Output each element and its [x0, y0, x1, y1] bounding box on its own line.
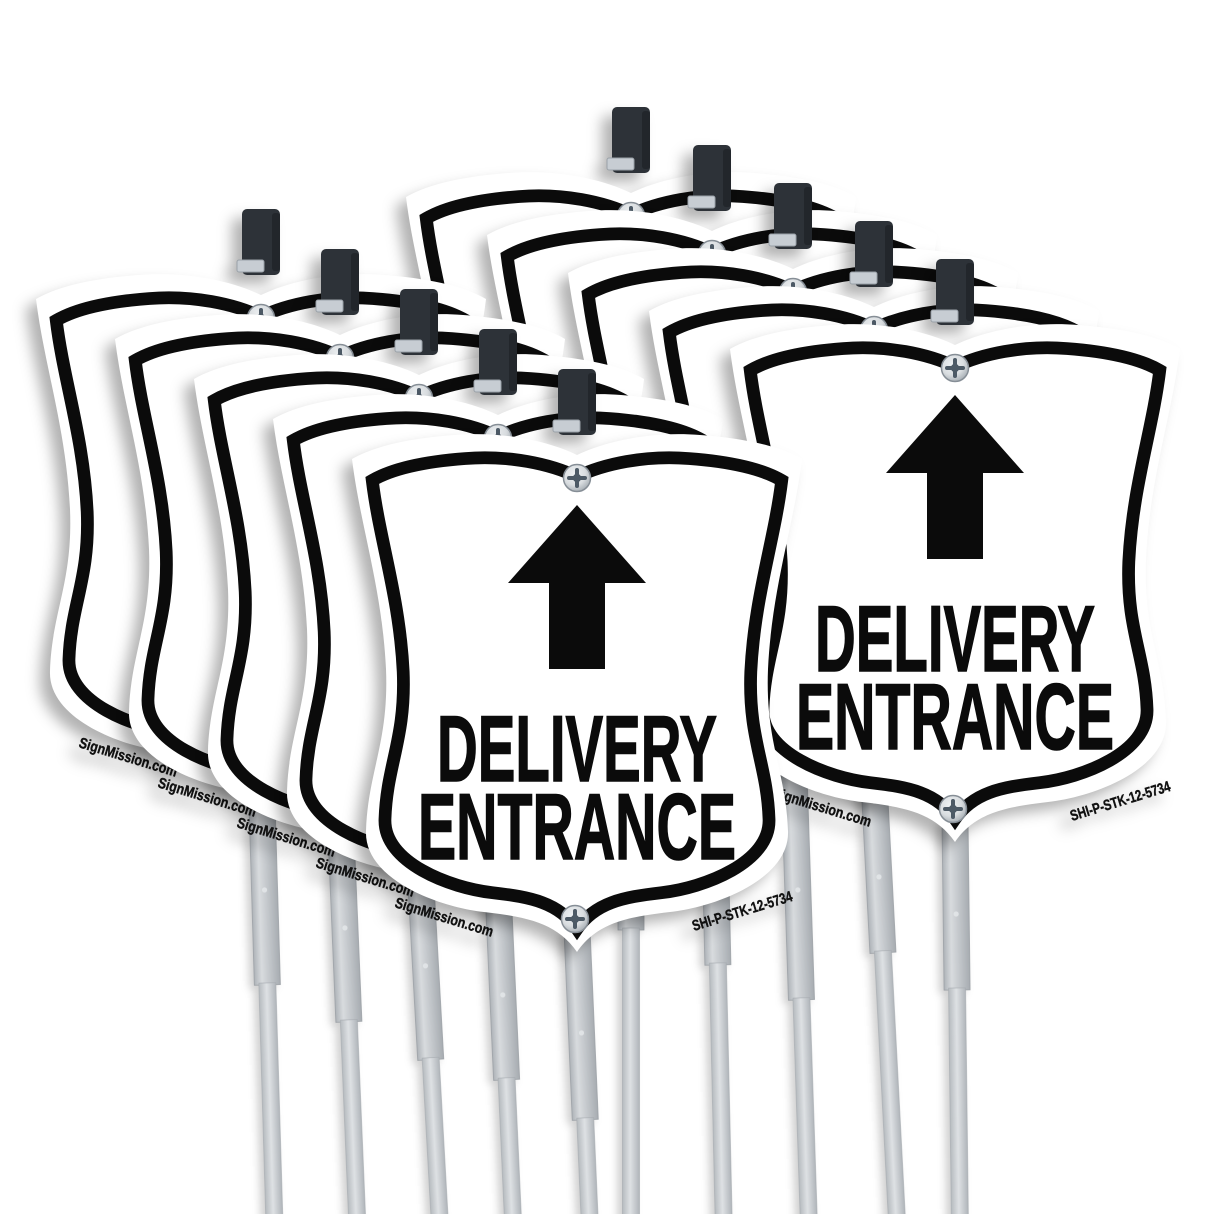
stake-clip	[394, 288, 439, 356]
sign-title-line1: DELIVERY	[437, 696, 717, 801]
sign-stake	[860, 780, 921, 1214]
stake-clip	[552, 368, 597, 436]
stake-group	[247, 667, 973, 1214]
up-arrow-icon	[886, 395, 1024, 559]
stake-clip	[473, 328, 518, 396]
sign-stake	[563, 929, 619, 1214]
stake-clip	[606, 106, 651, 174]
stake-clip	[930, 258, 975, 326]
stake-clip	[236, 208, 281, 276]
sign-stake	[247, 769, 293, 1214]
sign-title-line2: ENTRANCE	[418, 774, 736, 879]
sign-stake	[779, 743, 829, 1214]
sign-title-line1: DELIVERY	[815, 586, 1095, 691]
sign-stake	[405, 848, 471, 1214]
screw-bottom	[560, 904, 590, 934]
stake-clip	[849, 220, 894, 288]
shield-sign-front: DELIVERY ENTRANCE SignMission.com SHI-P-…	[352, 368, 802, 952]
stake-clip	[687, 144, 732, 212]
sign-title-line2: ENTRANCE	[796, 664, 1114, 769]
stake-clip	[315, 248, 360, 316]
screw-top	[562, 463, 592, 493]
shield-sign-right: DELIVERY ENTRANCE SignMission.com SHI-P-…	[730, 258, 1180, 842]
screw-top	[940, 353, 970, 383]
sign-stake	[941, 819, 973, 1214]
sign-stake	[484, 888, 541, 1214]
screw-bottom	[938, 794, 968, 824]
up-arrow-icon	[508, 505, 646, 669]
stake-clip	[768, 182, 813, 250]
